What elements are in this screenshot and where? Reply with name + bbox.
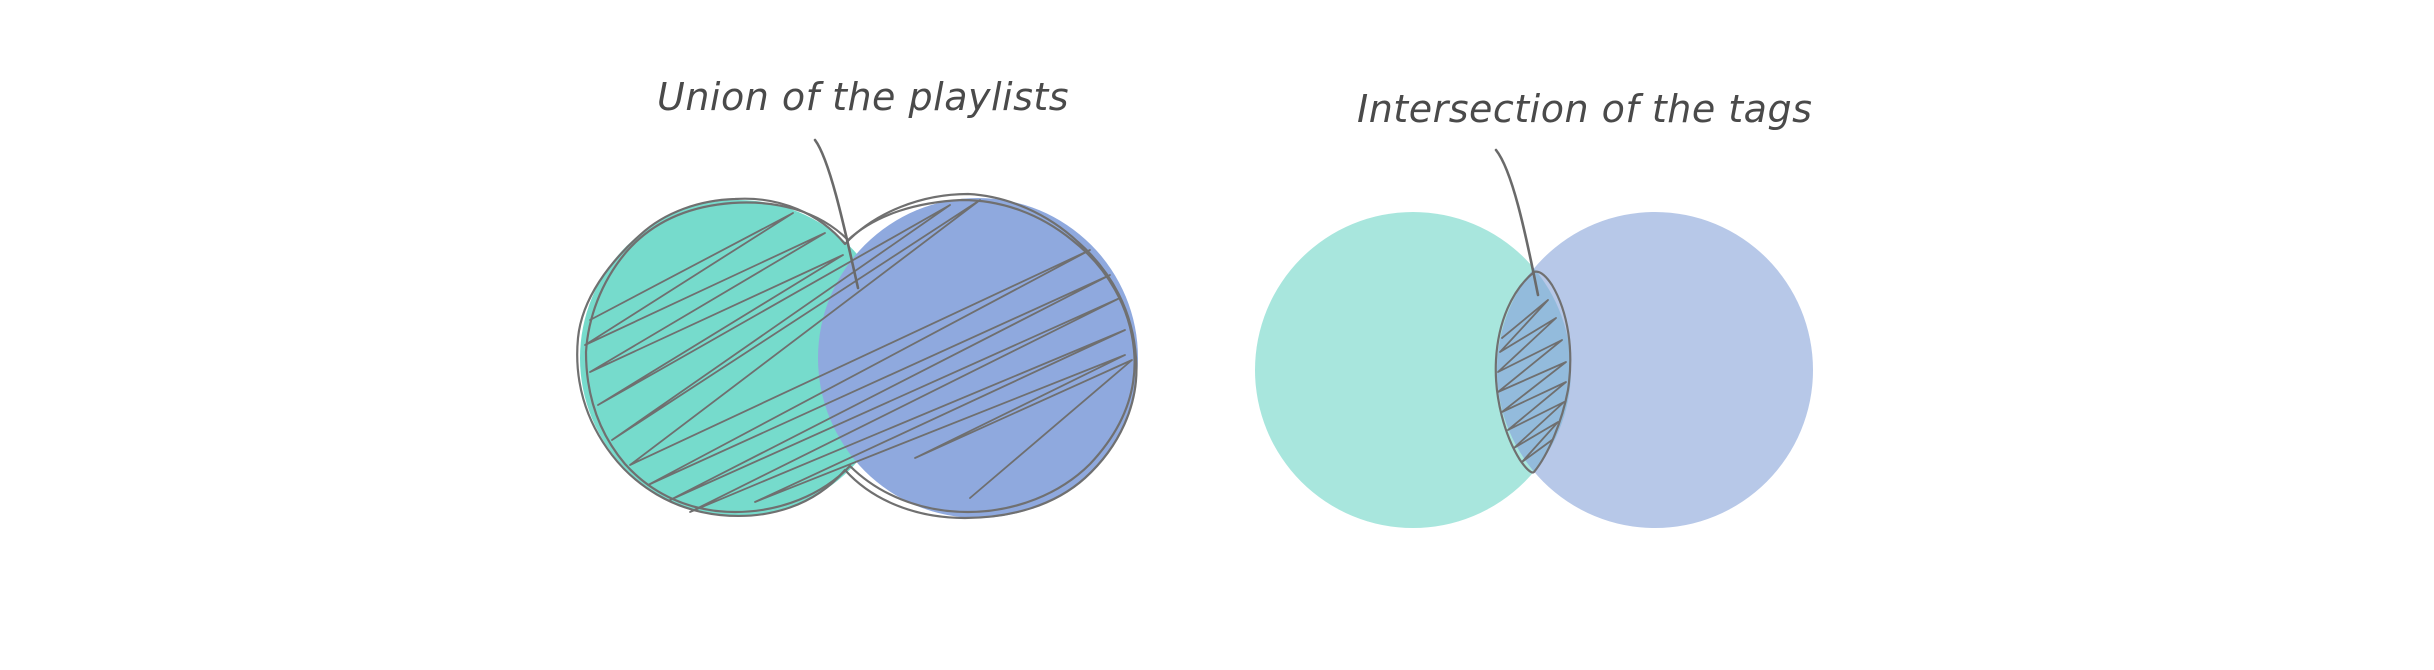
union-diagram: Union of the playlists <box>576 75 1138 520</box>
union-right-circle <box>818 198 1138 518</box>
union-label: Union of the playlists <box>657 75 1069 119</box>
union-hatching <box>584 199 1133 513</box>
intersection-hatching <box>1497 299 1567 463</box>
intersection-diagram: Intersection of the tags <box>1255 87 1813 528</box>
union-sketch-outline-2 <box>584 198 1136 514</box>
union-leader-line <box>813 138 860 290</box>
intersection-right-circle <box>1497 212 1813 528</box>
intersection-left-circle <box>1255 212 1571 528</box>
intersection-label: Intersection of the tags <box>1357 87 1812 131</box>
intersection-sketch-outline <box>1494 270 1572 474</box>
intersection-leader-line <box>1494 148 1540 297</box>
